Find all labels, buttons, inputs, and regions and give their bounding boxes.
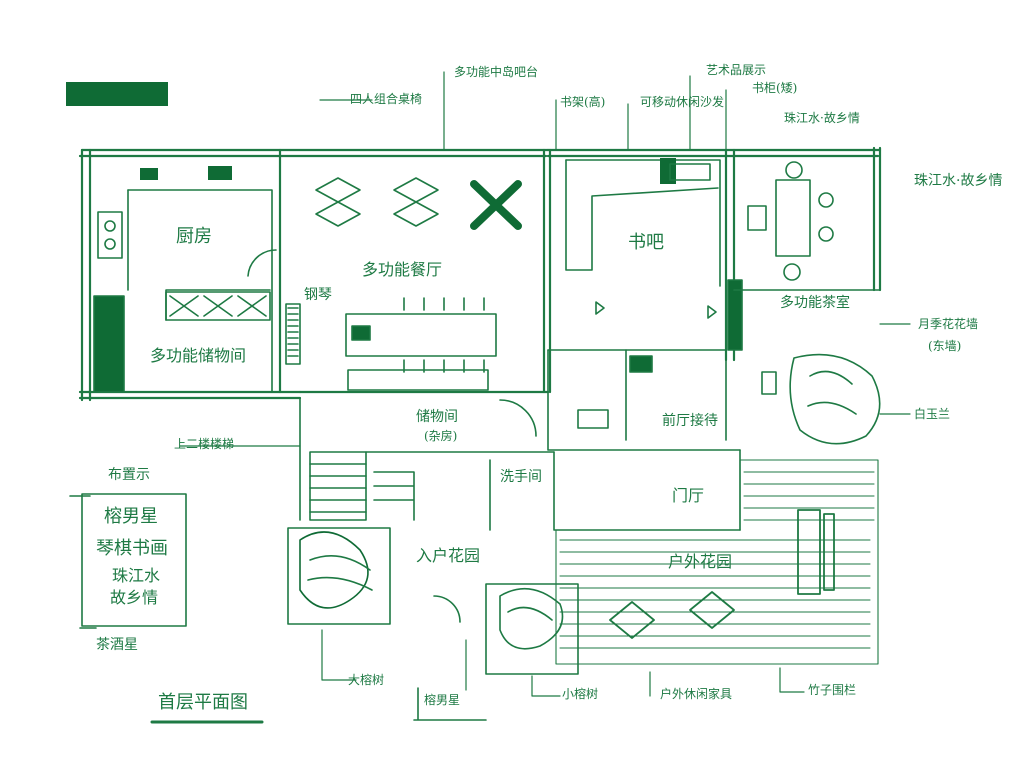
legend-line-3: 珠江水	[112, 566, 161, 585]
room-label-storage-small: 储物间	[416, 409, 458, 425]
room-label-dining: 多功能餐厅	[362, 260, 443, 279]
legend-line-1: 榕男星	[104, 506, 158, 527]
legend-header: 布置示	[108, 467, 150, 483]
leader-lines	[179, 71, 911, 697]
tea-room	[727, 161, 881, 351]
legend-line-4: 故乡情	[110, 588, 159, 607]
callout-island: 多功能中岛吧台	[454, 65, 539, 79]
legend-footer: 茶酒星	[96, 637, 138, 653]
legend-line-2: 琴棋书画	[96, 538, 168, 559]
room-label-kitchen: 厨房	[176, 226, 212, 247]
exterior-walls	[78, 146, 882, 402]
wood-deck	[555, 459, 879, 665]
callout-outdoor: 户外休闲家具	[660, 687, 733, 701]
room-label-courtyard: 户外花园	[668, 552, 733, 571]
long-table	[345, 297, 497, 391]
callout-bamboo: 竹子围栏	[808, 683, 857, 697]
staircase	[309, 451, 415, 521]
callout-shelf-low: 书柜(矮)	[752, 81, 798, 95]
callout-flower: 月季花花墙	[918, 317, 979, 331]
middle-walls	[299, 349, 777, 531]
callout-flower-note: (东墙)	[928, 339, 962, 353]
planter-small	[485, 583, 579, 675]
dining-tables	[315, 177, 522, 230]
storage-shelving	[165, 289, 271, 321]
callout-art: 艺术品展示	[706, 63, 767, 77]
callout-lamp: 可移动休闲沙发	[640, 95, 725, 109]
room-label-front-desk: 前厅接待	[662, 413, 718, 429]
room-label-entry-garden: 入户花园	[416, 546, 481, 565]
room-label-storage: 多功能储物间	[150, 346, 247, 365]
drawing-title: 首层平面图	[158, 692, 248, 713]
room-label-book-bar: 书吧	[628, 232, 664, 253]
callout-stairs: 上二楼楼梯	[174, 437, 235, 451]
legend-box	[69, 493, 187, 629]
room-label-piano: 钢琴	[304, 287, 332, 303]
piano	[285, 303, 301, 365]
callout-table: 四人组合桌椅	[350, 92, 423, 106]
room-label-washroom: 洗手间	[500, 469, 542, 485]
title-block-mark	[66, 82, 168, 106]
room-label-tea-room: 多功能茶室	[780, 295, 850, 311]
callout-theme-top: 珠江水·故乡情	[784, 111, 860, 125]
callout-bookshelf: 书架(高)	[560, 95, 606, 109]
jade-tree	[789, 353, 881, 445]
room-label-foyer: 门厅	[672, 486, 705, 505]
callout-hongmeng: 榕男星	[424, 693, 461, 707]
outdoor-furniture	[609, 509, 835, 639]
callout-jade: 白玉兰	[914, 407, 951, 421]
book-bar-walls	[565, 148, 736, 362]
callout-theme-right: 珠江水·故乡情	[914, 173, 1003, 189]
kitchen-walls	[93, 166, 277, 393]
room-label-storage-note: (杂房)	[424, 429, 458, 443]
entry-garden	[287, 527, 461, 625]
callout-small-banyan: 小榕树	[562, 687, 599, 701]
callout-big-banyan: 大榕树	[348, 673, 385, 687]
